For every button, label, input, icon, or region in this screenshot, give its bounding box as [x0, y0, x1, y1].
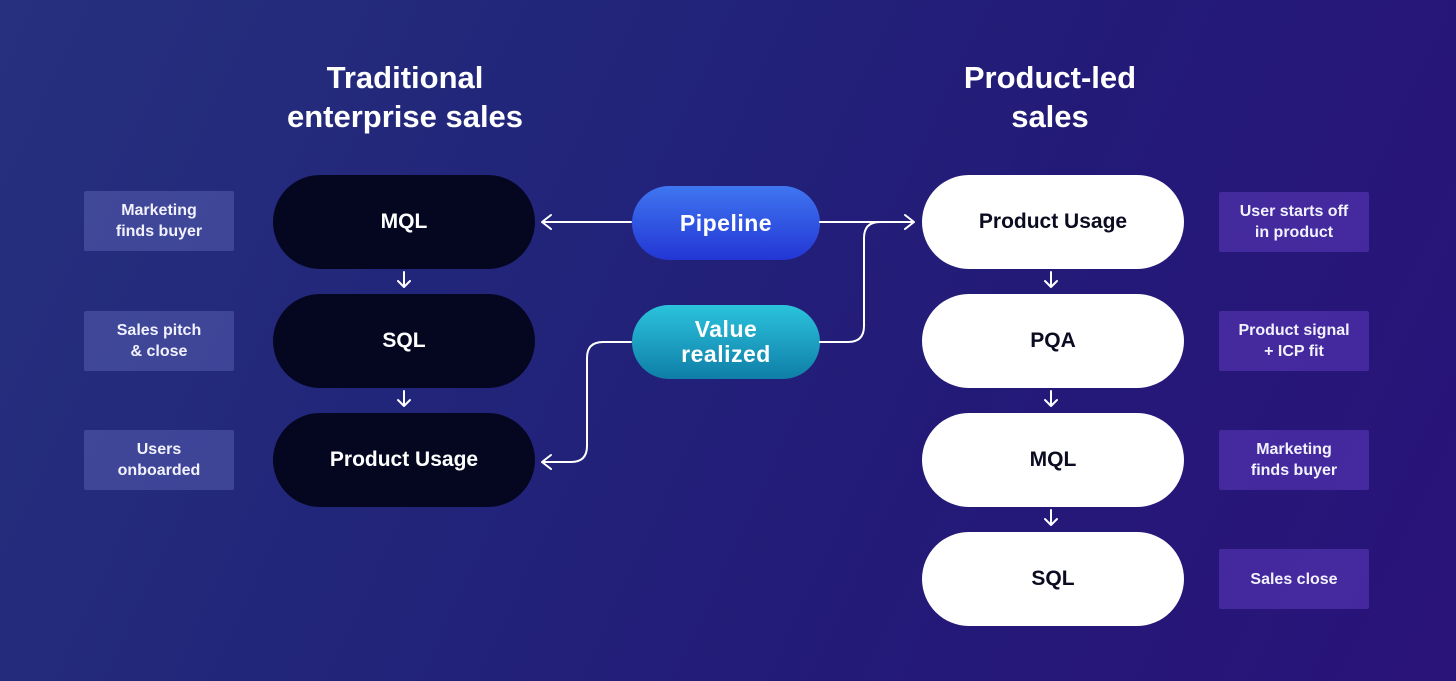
arrow-usage-to-pqa-right	[1044, 271, 1058, 288]
arrow-value-to-product-usage	[819, 221, 881, 343]
note-users-onboarded: Users onboarded	[84, 430, 234, 490]
product-led-sales-title: Product-led sales	[963, 60, 1137, 134]
product-led-stage-product-usage: Product Usage	[922, 175, 1184, 269]
traditional-stage-mql: MQL	[273, 175, 535, 269]
traditional-sales-title: Traditional enterprise sales	[286, 60, 524, 134]
note-sales-pitch-close: Sales pitch & close	[84, 311, 234, 371]
arrow-pipeline-to-mql	[541, 214, 632, 230]
traditional-stage-sql: SQL	[273, 294, 535, 388]
traditional-stage-product-usage: Product Usage	[273, 413, 535, 507]
product-led-stage-mql: MQL	[922, 413, 1184, 507]
arrow-mql-to-sql-left	[397, 271, 411, 288]
arrow-pipeline-to-product-usage	[819, 214, 915, 230]
note-marketing-finds-buyer: Marketing finds buyer	[84, 191, 234, 251]
pipeline-badge: Pipeline	[632, 186, 820, 260]
note-sales-close: Sales close	[1219, 549, 1369, 609]
arrow-sql-to-usage-left	[397, 390, 411, 407]
product-led-stage-sql: SQL	[922, 532, 1184, 626]
product-led-stage-pqa: PQA	[922, 294, 1184, 388]
note-user-starts-in-product: User starts off in product	[1219, 192, 1369, 252]
note-marketing-finds-buyer-right: Marketing finds buyer	[1219, 430, 1369, 490]
note-product-signal-icp-fit: Product signal + ICP fit	[1219, 311, 1369, 371]
value-realized-badge: Value realized	[632, 305, 820, 379]
arrow-value-to-left-usage	[541, 341, 632, 470]
arrow-pqa-to-mql-right	[1044, 390, 1058, 407]
arrow-mql-to-sql-right	[1044, 509, 1058, 526]
